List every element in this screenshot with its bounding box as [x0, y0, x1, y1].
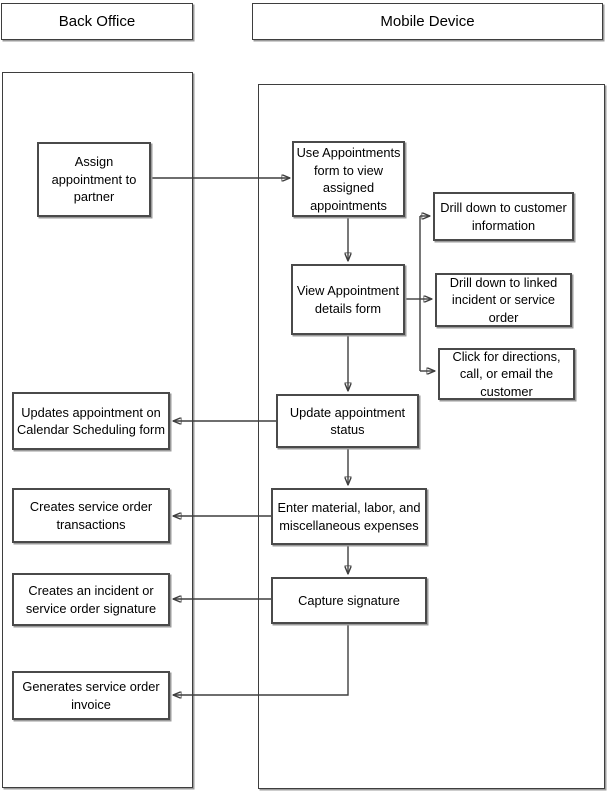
node-generates-invoice: Generates service order invoice [12, 671, 170, 720]
lane-header-mobile-device: Mobile Device [252, 3, 603, 40]
node-updates-calendar-scheduling: Updates appointment on Calendar Scheduli… [12, 392, 170, 450]
node-assign-appointment: Assign appointment to partner [37, 142, 151, 217]
node-click-for-directions: Click for directions, call, or email the… [438, 348, 575, 400]
node-drill-down-customer: Drill down to customer information [433, 192, 574, 241]
node-update-appointment-status: Update appointment status [276, 394, 419, 448]
lane-title-back-office: Back Office [58, 13, 136, 30]
node-drill-down-linked: Drill down to linked incident or service… [435, 273, 572, 327]
node-enter-expenses: Enter material, labor, and miscellaneous… [271, 488, 427, 545]
node-creates-service-order-transactions: Creates service order transactions [12, 488, 170, 543]
node-use-appointments-form: Use Appointments form to view assigned a… [292, 141, 405, 217]
lane-header-back-office: Back Office [1, 3, 193, 40]
lane-title-mobile-device: Mobile Device [380, 13, 475, 30]
node-creates-incident-signature: Creates an incident or service order sig… [12, 573, 170, 626]
node-capture-signature: Capture signature [271, 577, 427, 624]
node-view-appointment-details: View Appointment details form [291, 264, 405, 335]
